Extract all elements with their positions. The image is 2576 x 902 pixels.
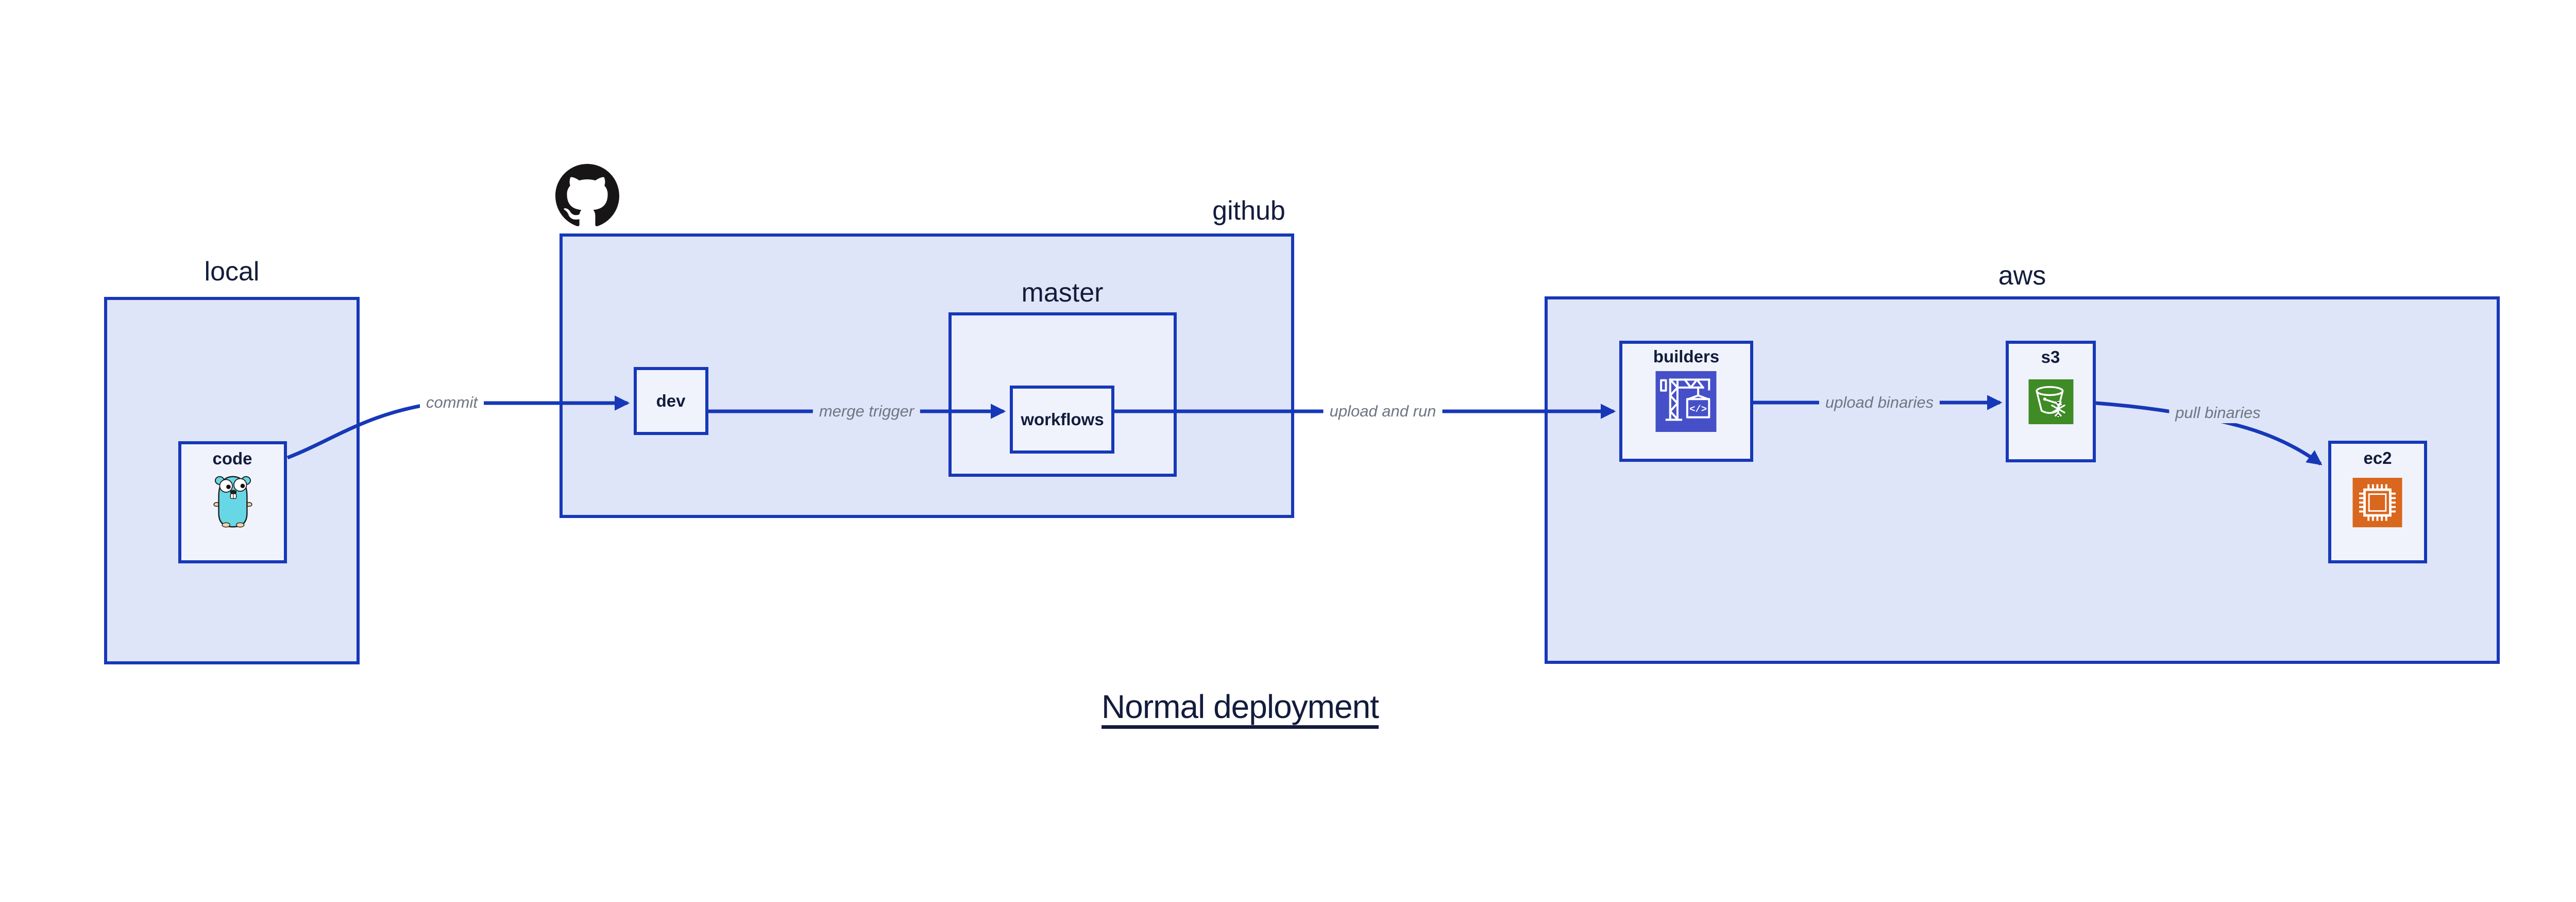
go-gopher-icon <box>213 474 252 529</box>
ec2-chip-icon <box>2352 478 2402 527</box>
workflows-node-label: workflows <box>1021 410 1104 429</box>
s3-node-label: s3 <box>2041 347 2060 366</box>
pull-binaries-edge-label: pull binaries <box>2169 403 2267 423</box>
dev-node-label: dev <box>656 391 686 410</box>
workflows-node <box>1010 386 1114 454</box>
upload-and-run-edge-label: upload and run <box>1323 401 1443 422</box>
commit-edge-label: commit <box>420 392 484 413</box>
upload-binaries-edge-label: upload binaries <box>1819 392 1940 413</box>
github-logo-icon <box>555 164 619 228</box>
aws-label: aws <box>1998 261 2046 291</box>
codebuild-code-glyph: </> <box>1689 404 1707 415</box>
s3-bucket-icon <box>2028 379 2074 424</box>
github-label: github <box>1212 196 1285 226</box>
builders-node-label: builders <box>1653 347 1720 366</box>
master-label: master <box>1021 278 1104 308</box>
ec2-node-label: ec2 <box>2363 448 2392 467</box>
dev-node <box>634 367 708 435</box>
merge-trigger-edge-label: merge trigger <box>812 401 921 422</box>
local-label: local <box>204 257 260 287</box>
codebuild-crane-icon: </> <box>1655 371 1717 432</box>
diagram-title: Normal deployment <box>1101 688 1379 725</box>
code-node-label: code <box>212 449 252 468</box>
